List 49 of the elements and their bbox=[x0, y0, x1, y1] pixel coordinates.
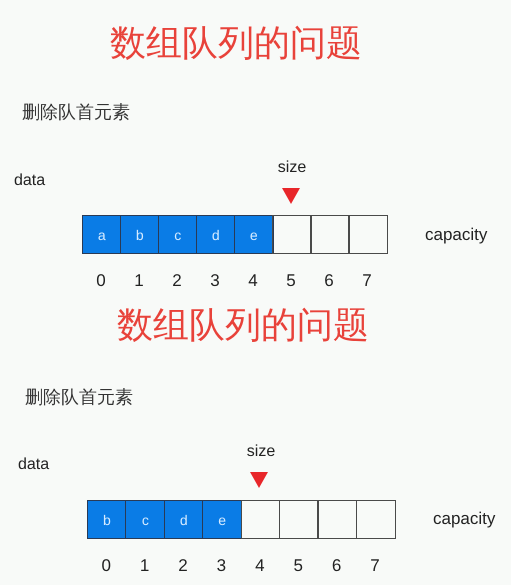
filled-array-cell bbox=[82, 215, 122, 254]
capacity-label: capacity bbox=[425, 226, 488, 242]
operation-caption: 删除队首元素 bbox=[22, 103, 130, 121]
empty-array-cell bbox=[317, 500, 358, 539]
capacity-label: capacity bbox=[433, 510, 496, 526]
cell-value: c bbox=[142, 512, 149, 526]
index-number: 0 bbox=[101, 556, 111, 574]
index-number: 1 bbox=[134, 272, 144, 288]
empty-array-cell bbox=[356, 500, 396, 539]
slide-title: 数组队列的问题 bbox=[110, 25, 362, 61]
size-label: size bbox=[246, 444, 276, 460]
size-label: size bbox=[278, 160, 306, 176]
empty-array-cell bbox=[310, 215, 350, 254]
index-number: 6 bbox=[324, 272, 334, 288]
cell-value: b bbox=[103, 512, 111, 526]
filled-array-cell bbox=[164, 500, 204, 539]
cell-value: a bbox=[98, 228, 106, 242]
index-number: 2 bbox=[172, 272, 182, 288]
cell-value: c bbox=[174, 228, 182, 242]
index-number: 5 bbox=[293, 556, 303, 574]
index-number: 7 bbox=[362, 272, 372, 288]
empty-array-cell bbox=[348, 215, 388, 254]
filled-array-cell bbox=[202, 500, 242, 539]
filled-array-cell bbox=[158, 215, 198, 254]
filled-array-cell bbox=[234, 215, 274, 254]
index-number: 3 bbox=[216, 556, 226, 574]
cell-value: d bbox=[180, 512, 188, 526]
array-name-label: data bbox=[18, 457, 50, 473]
index-number: 5 bbox=[286, 272, 296, 288]
cell-value: e bbox=[218, 512, 226, 526]
filled-array-cell bbox=[120, 215, 160, 254]
index-number: 6 bbox=[332, 556, 342, 574]
index-number: 0 bbox=[96, 272, 106, 288]
operation-caption: 删除队首元素 bbox=[25, 388, 133, 406]
index-number: 4 bbox=[248, 272, 258, 288]
slide-title: 数组队列的问题 bbox=[117, 307, 369, 343]
index-number: 4 bbox=[255, 556, 265, 574]
cell-value: b bbox=[136, 228, 144, 242]
cell-value: d bbox=[212, 228, 220, 242]
filled-array-cell bbox=[125, 500, 166, 539]
cell-value: e bbox=[250, 228, 258, 242]
index-number: 2 bbox=[178, 556, 188, 574]
empty-array-cell bbox=[279, 500, 319, 539]
filled-array-cell bbox=[87, 500, 127, 539]
index-number: 7 bbox=[370, 556, 380, 574]
filled-array-cell bbox=[196, 215, 236, 254]
array-name-label: data bbox=[14, 173, 46, 189]
index-number: 1 bbox=[140, 556, 150, 574]
index-number: 3 bbox=[210, 272, 220, 288]
